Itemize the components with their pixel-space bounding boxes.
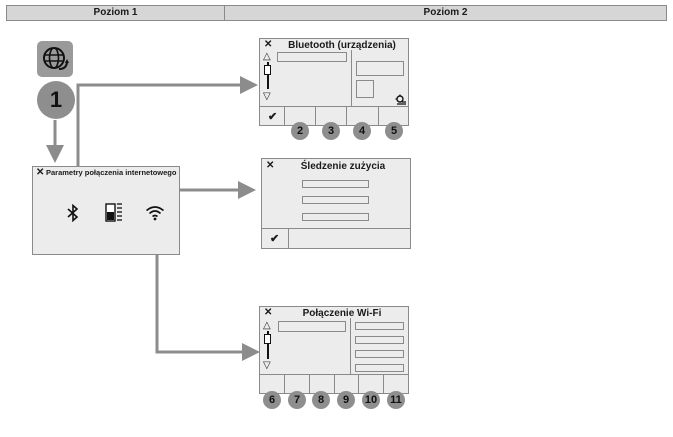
bluetooth-button-divider [315, 106, 316, 126]
wifi-divider [350, 318, 351, 374]
bluetooth-divider [351, 50, 352, 106]
tracking-field-2[interactable] [302, 196, 369, 204]
bluetooth-confirm-button[interactable]: ✔ [268, 111, 278, 123]
tracking-close-icon[interactable]: ✕ [266, 160, 275, 171]
wifi-scroll-up-icon[interactable]: △ [263, 320, 271, 331]
bluetooth-badge-3: 3 [322, 122, 340, 140]
bluetooth-badge-5: 5 [385, 122, 403, 140]
bluetooth-device-field[interactable] [277, 52, 347, 62]
step-1-label: 1 [49, 87, 63, 112]
header-level-2: Poziom 2 [224, 5, 667, 21]
bluetooth-badge-4: 4 [353, 122, 371, 140]
bluetooth-title: Bluetooth (urządzenia) [288, 40, 396, 51]
usage-icon[interactable] [105, 201, 125, 223]
bluetooth-small-box [356, 80, 374, 98]
bluetooth-scroll-down-icon[interactable]: ▽ [263, 91, 271, 102]
wifi-field-3[interactable] [355, 350, 404, 358]
wifi-button-divider [358, 374, 359, 394]
globe-icon [37, 41, 73, 77]
wifi-badge-11: 11 [387, 391, 405, 409]
step-1-badge [37, 81, 75, 119]
wifi-button-divider [383, 374, 384, 394]
bluetooth-button-row [259, 106, 409, 126]
bluetooth-scroll-up-icon[interactable]: △ [263, 51, 271, 62]
wifi-badge-7: 7 [288, 391, 306, 409]
wifi-badge-8: 8 [312, 391, 330, 409]
settings-icon[interactable] [395, 93, 407, 105]
tracking-button-row [261, 228, 411, 249]
wifi-close-icon[interactable]: ✕ [264, 307, 273, 318]
tracking-confirm-button[interactable]: ✔ [270, 233, 280, 245]
bluetooth-badge-2: 2 [291, 122, 309, 140]
params-close-icon[interactable]: ✕ [36, 167, 45, 178]
arrow-to-wifi [155, 222, 260, 361]
bluetooth-button-divider [378, 106, 379, 126]
tracking-field-3[interactable] [302, 213, 369, 221]
arrow-to-bluetooth [76, 76, 258, 198]
wifi-network-field[interactable] [278, 321, 346, 332]
tracking-button-divider [288, 228, 289, 249]
wifi-field-4[interactable] [355, 364, 404, 372]
wifi-scroll-track[interactable] [267, 331, 269, 359]
bluetooth-scroll-thumb[interactable] [264, 65, 271, 75]
wifi-icon[interactable] [145, 205, 165, 221]
tracking-title: Śledzenie zużycia [300, 161, 386, 172]
wifi-scroll-down-icon[interactable]: ▽ [263, 360, 271, 371]
bluetooth-close-icon[interactable]: ✕ [264, 39, 273, 50]
wifi-button-divider [334, 374, 335, 394]
wifi-badge-9: 9 [337, 391, 355, 409]
bluetooth-button-divider [284, 106, 285, 126]
wifi-button-divider [309, 374, 310, 394]
tracking-field-1[interactable] [302, 180, 369, 188]
params-title: Parametry połączenia internetowego [46, 168, 177, 177]
wifi-scroll-thumb[interactable] [264, 334, 271, 344]
bluetooth-info-box [356, 61, 404, 76]
bluetooth-button-divider [346, 106, 347, 126]
wifi-badge-6: 6 [263, 391, 281, 409]
wifi-button-divider [284, 374, 285, 394]
wifi-badge-10: 10 [362, 391, 380, 409]
bluetooth-icon[interactable] [66, 203, 80, 223]
bluetooth-scroll-track[interactable] [267, 62, 269, 89]
wifi-field-1[interactable] [355, 322, 404, 330]
wifi-field-2[interactable] [355, 336, 404, 344]
wifi-title: Połączenie Wi-Fi [302, 308, 382, 319]
